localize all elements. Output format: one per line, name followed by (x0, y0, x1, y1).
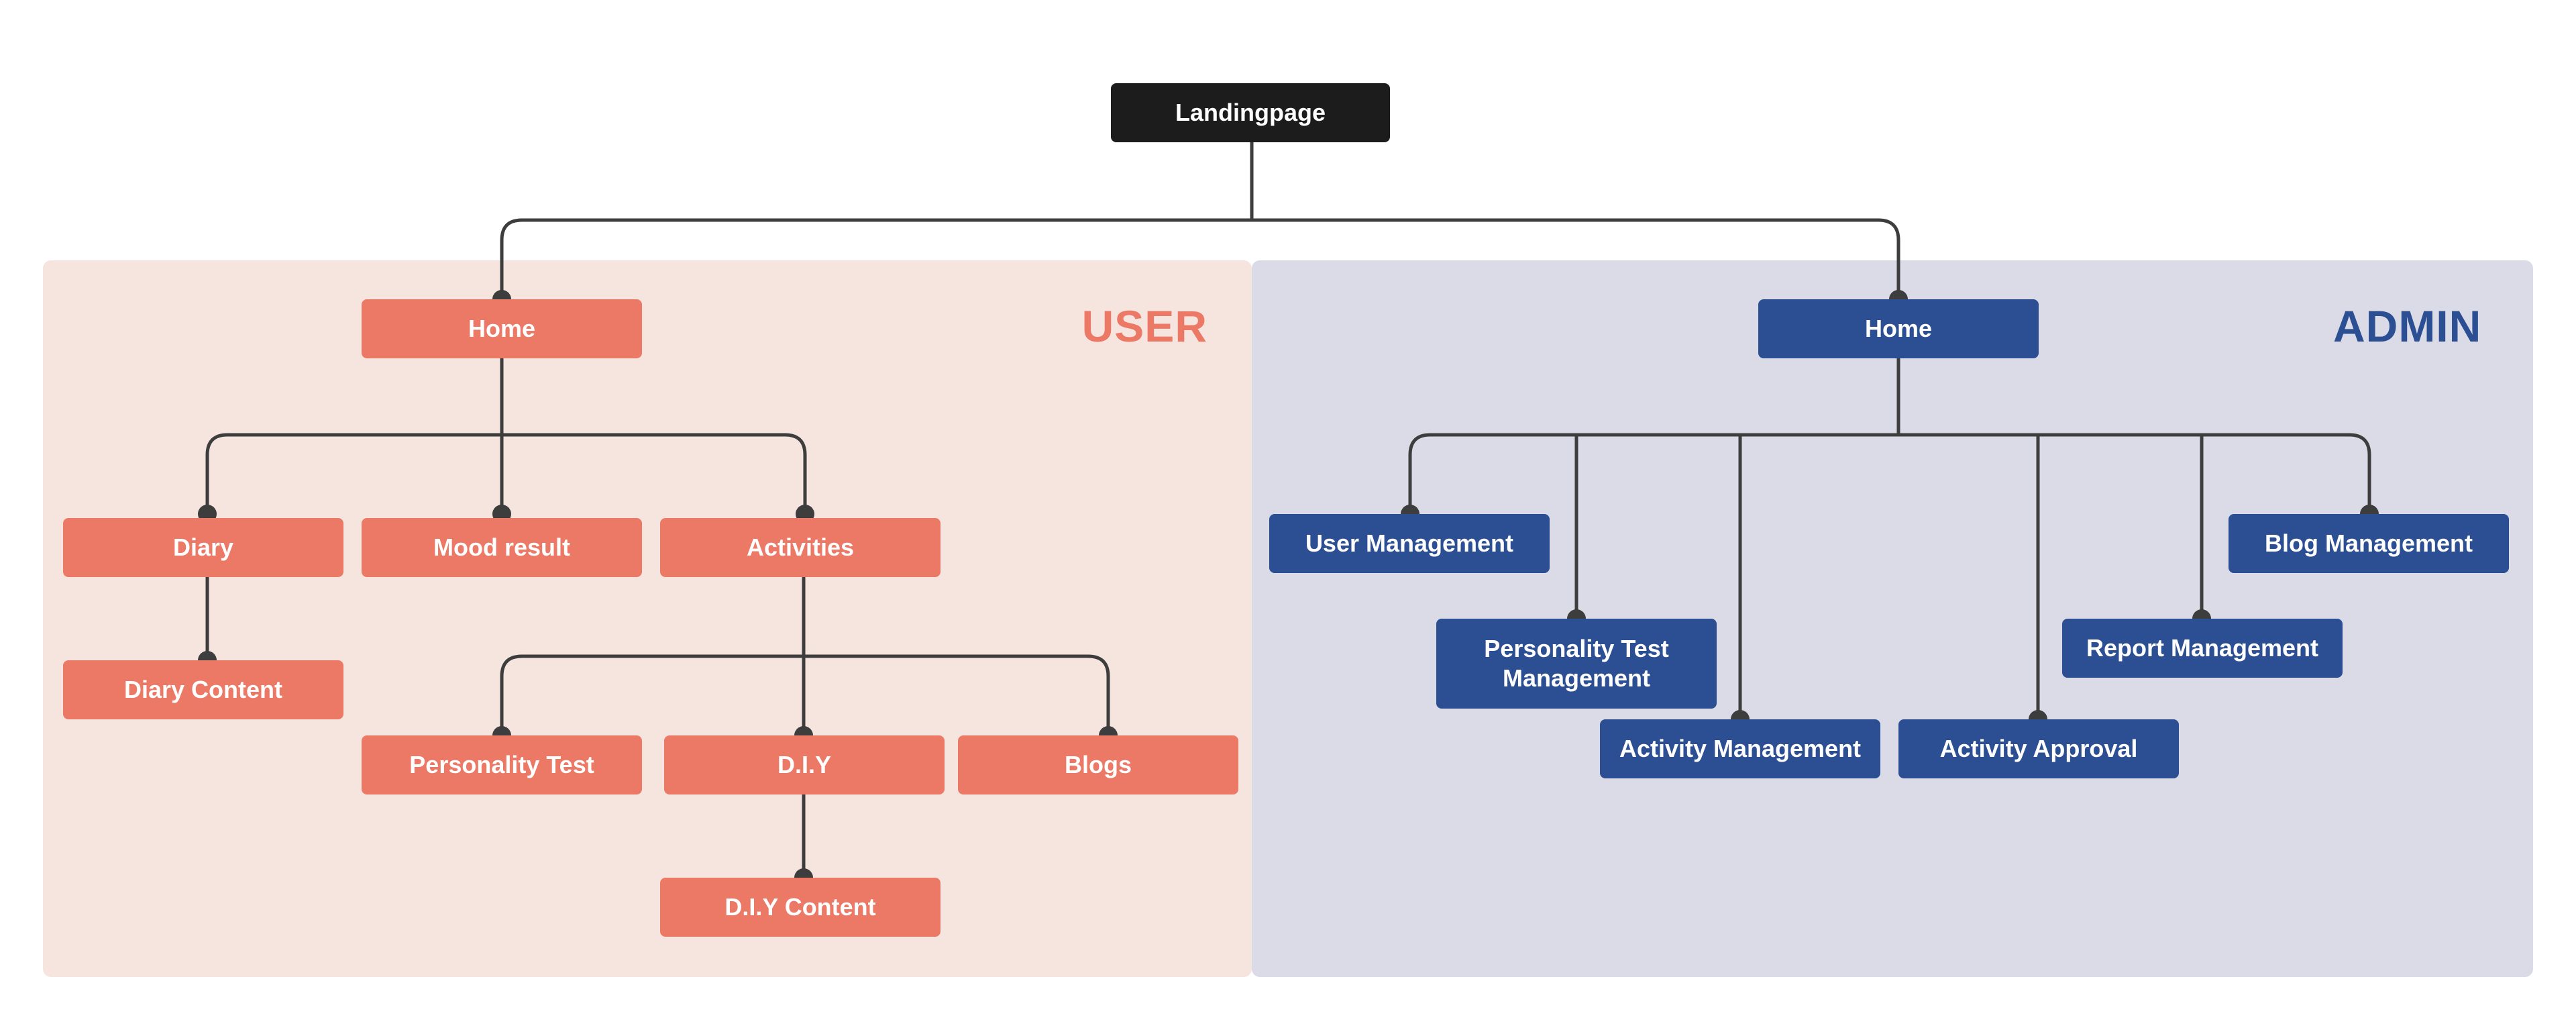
connector-root-branch (500, 142, 1900, 299)
connector-admin-home (1408, 358, 2371, 719)
admin-section-title: ADMIN (2333, 301, 2482, 351)
diary-content-node[interactable]: Diary Content (63, 660, 343, 719)
blog-management-node[interactable]: Blog Management (2229, 514, 2509, 573)
user-section-title: USER (1081, 301, 1208, 351)
user-management-node[interactable]: User Management (1269, 514, 1550, 573)
activity-management-node[interactable]: Activity Management (1600, 719, 1880, 778)
user-home-node[interactable]: Home (362, 299, 642, 358)
mood-result-node[interactable]: Mood result (362, 518, 642, 577)
admin-home-node[interactable]: Home (1758, 299, 2039, 358)
connector-user-home (205, 358, 807, 514)
diy-content-node[interactable]: D.I.Y Content (660, 878, 941, 937)
activity-approval-node[interactable]: Activity Approval (1898, 719, 2179, 778)
diary-node[interactable]: Diary (63, 518, 343, 577)
activities-node[interactable]: Activities (660, 518, 941, 577)
blogs-node[interactable]: Blogs (958, 735, 1238, 794)
personality-test-management-node[interactable]: Personality Test Management (1436, 619, 1717, 709)
landingpage-node[interactable]: Landingpage (1111, 83, 1390, 142)
connector-activities (500, 577, 1110, 735)
user-section-panel (43, 260, 1252, 977)
report-management-node[interactable]: Report Management (2062, 619, 2343, 678)
personality-test-node[interactable]: Personality Test (362, 735, 642, 794)
diy-node[interactable]: D.I.Y (664, 735, 945, 794)
